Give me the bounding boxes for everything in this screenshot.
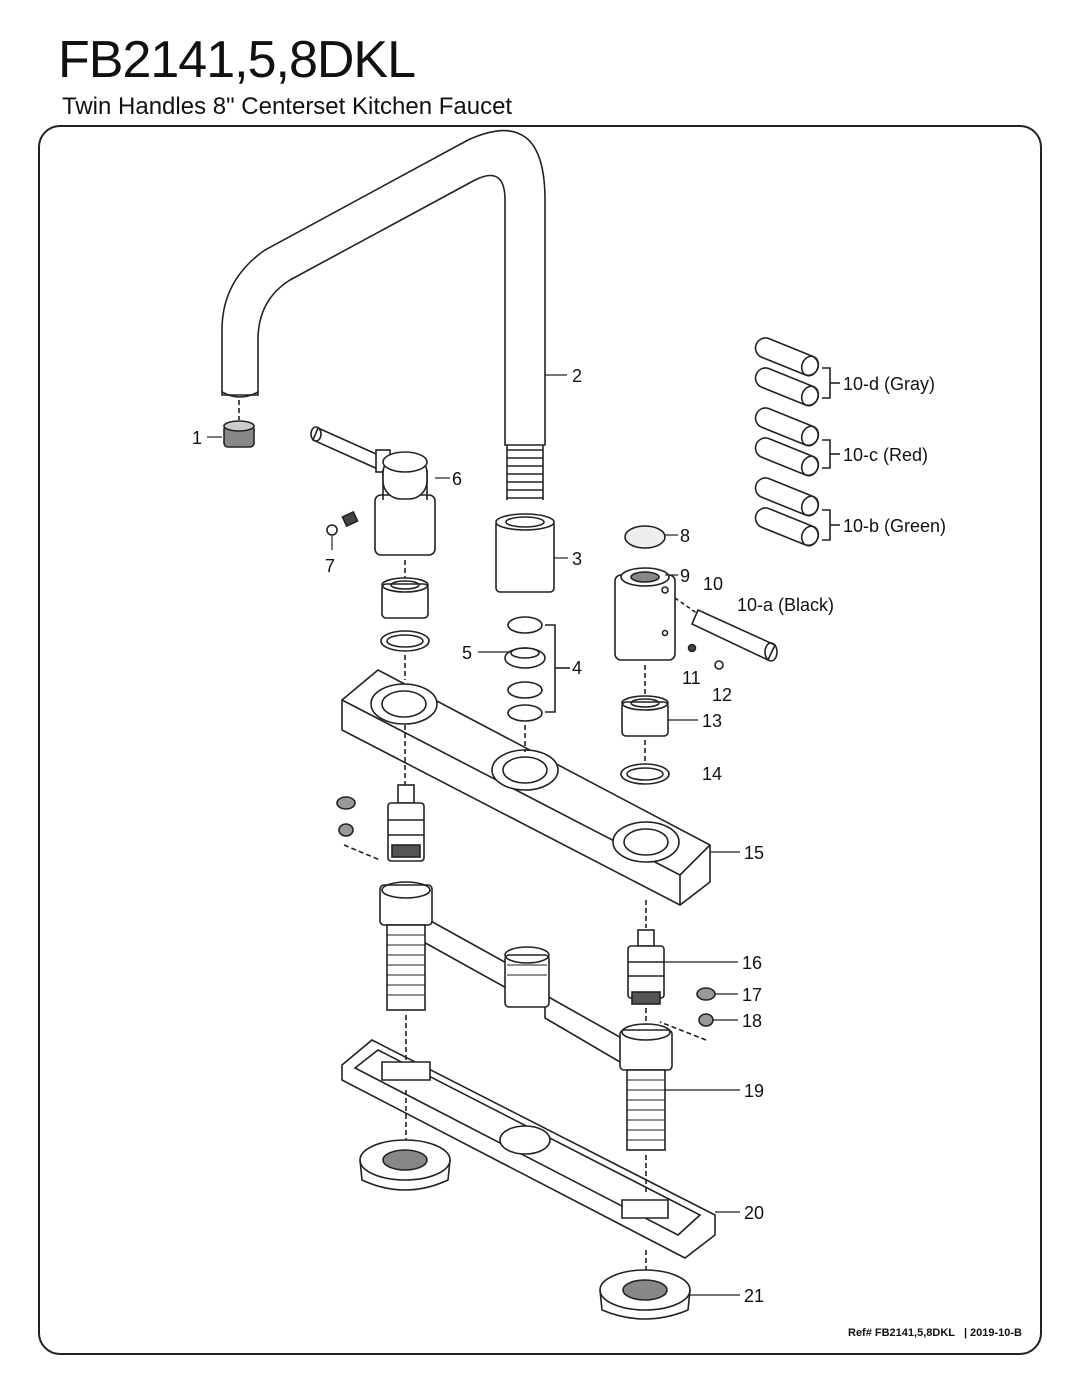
left-cartridge — [336, 725, 425, 862]
label-part-15: 15 — [744, 843, 764, 863]
label-part-14: 14 — [702, 764, 722, 784]
label-part-21: 21 — [744, 1286, 764, 1306]
footer-ref: Ref# FB2141,5,8DKL — [848, 1327, 955, 1339]
spout-base — [495, 513, 555, 593]
label-part-10a: 10-a (Black) — [737, 595, 834, 615]
label-part-10: 10 — [703, 574, 723, 594]
label-part-19: 19 — [744, 1081, 764, 1101]
label-part-13: 13 — [702, 711, 722, 731]
label-part-18: 18 — [742, 1011, 762, 1031]
right-cartridge — [627, 900, 716, 1041]
handle-color-options — [754, 337, 840, 547]
label-part-10c: 10-c (Red) — [843, 445, 928, 465]
right-handle — [614, 525, 778, 670]
page-subtitle: Twin Handles 8" Centerset Kitchen Faucet — [62, 93, 513, 120]
label-part-4: 4 — [572, 658, 582, 678]
label-part-16: 16 — [742, 953, 762, 973]
label-part-1: 1 — [192, 428, 202, 448]
deck-plate — [341, 669, 711, 906]
label-part-17: 17 — [742, 985, 762, 1005]
left-handle — [310, 426, 436, 556]
page-title: FB2141,5,8DKL — [58, 31, 416, 89]
label-part-11: 11 — [682, 668, 701, 688]
spout-threads — [506, 445, 544, 500]
mounting-nuts — [359, 1090, 691, 1320]
label-part-10d: 10-d (Gray) — [843, 374, 935, 394]
spout — [221, 129, 546, 500]
valve-body — [379, 881, 673, 1151]
label-part-10b: 10-b (Green) — [843, 516, 946, 536]
leader-lines — [207, 374, 740, 1296]
left-nut — [380, 560, 430, 680]
right-nut — [620, 665, 670, 785]
aerator — [223, 400, 255, 448]
label-part-9: 9 — [680, 566, 690, 586]
label-part-6: 6 — [452, 469, 462, 489]
label-part-3: 3 — [572, 549, 582, 569]
label-part-7: 7 — [325, 556, 335, 576]
label-part-8: 8 — [680, 526, 690, 546]
label-part-5: 5 — [462, 643, 472, 663]
diagram-frame — [38, 125, 1042, 1355]
footer-date: 2019-10-B — [970, 1327, 1022, 1339]
o-rings — [504, 616, 570, 722]
footer-separator: | — [964, 1327, 967, 1339]
gasket-plate — [341, 1015, 716, 1259]
label-part-2: 2 — [572, 366, 582, 386]
label-part-20: 20 — [744, 1203, 764, 1223]
label-part-12: 12 — [712, 685, 732, 705]
